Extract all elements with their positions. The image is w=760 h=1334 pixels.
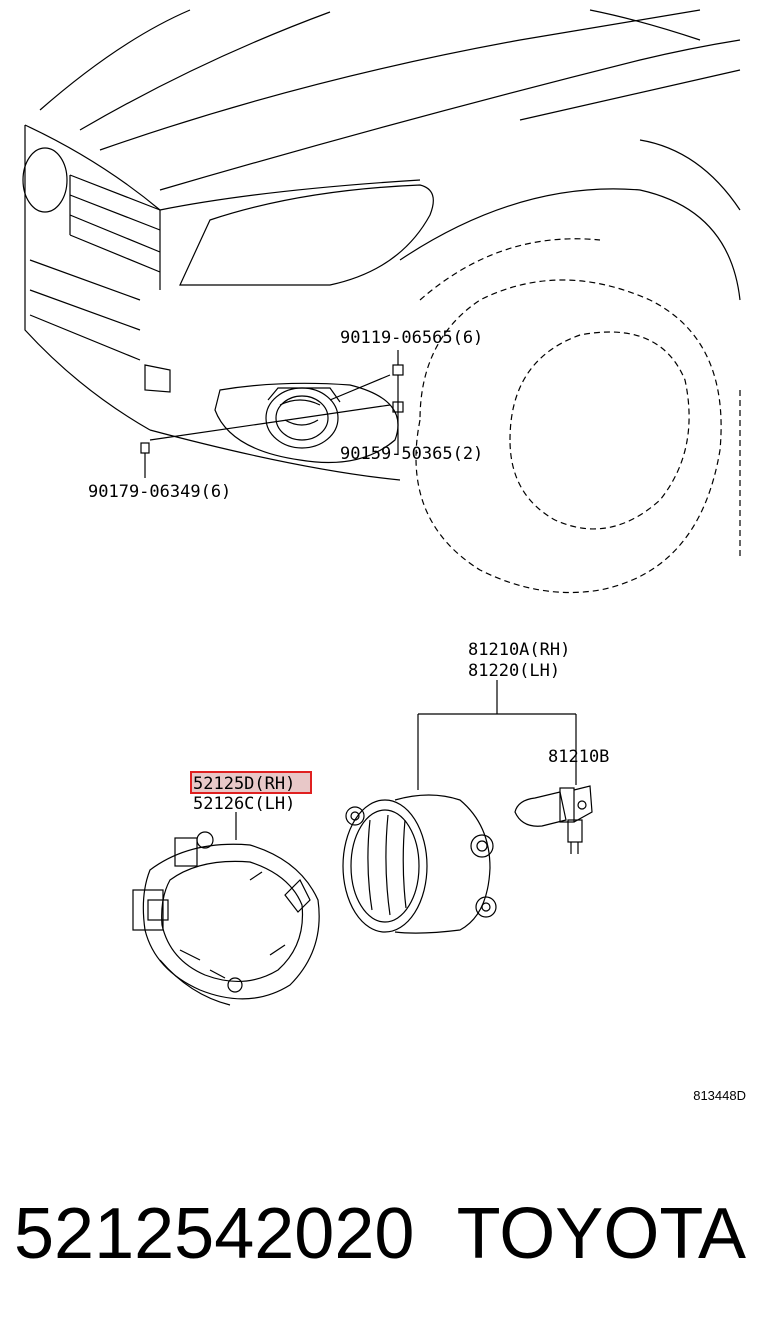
leader-lines xyxy=(235,680,577,840)
bulb-label: 81210B xyxy=(548,747,609,767)
footer-brand: TOYOTA xyxy=(457,1194,746,1274)
fog-lamp-illustration xyxy=(342,794,497,934)
fog-lamp-installed-illustration xyxy=(140,350,404,478)
footer-part-number: 5212542020 xyxy=(14,1194,414,1274)
fog-lamp-lh-label: 81220(LH) xyxy=(468,661,560,681)
car-front-illustration xyxy=(22,9,741,481)
bolt-lower-label: 90159-50365(2) xyxy=(340,444,483,464)
bolt-upper-label: 90119-06565(6) xyxy=(340,328,483,348)
wheel-illustration xyxy=(415,279,741,594)
bracket-lh-label: 52126C(LH) xyxy=(193,794,295,814)
highlight-box[interactable] xyxy=(190,771,312,794)
clip-label: 90179-06349(6) xyxy=(88,482,231,502)
bracket-illustration xyxy=(132,831,320,1006)
highlight-fill xyxy=(192,773,310,792)
fog-lamp-rh-label: 81210A(RH) xyxy=(468,640,570,660)
bulb-illustration xyxy=(514,785,593,854)
bracket-rh-label[interactable]: 52125D(RH) xyxy=(193,774,295,794)
diagram-ref: 813448D xyxy=(693,1088,746,1103)
